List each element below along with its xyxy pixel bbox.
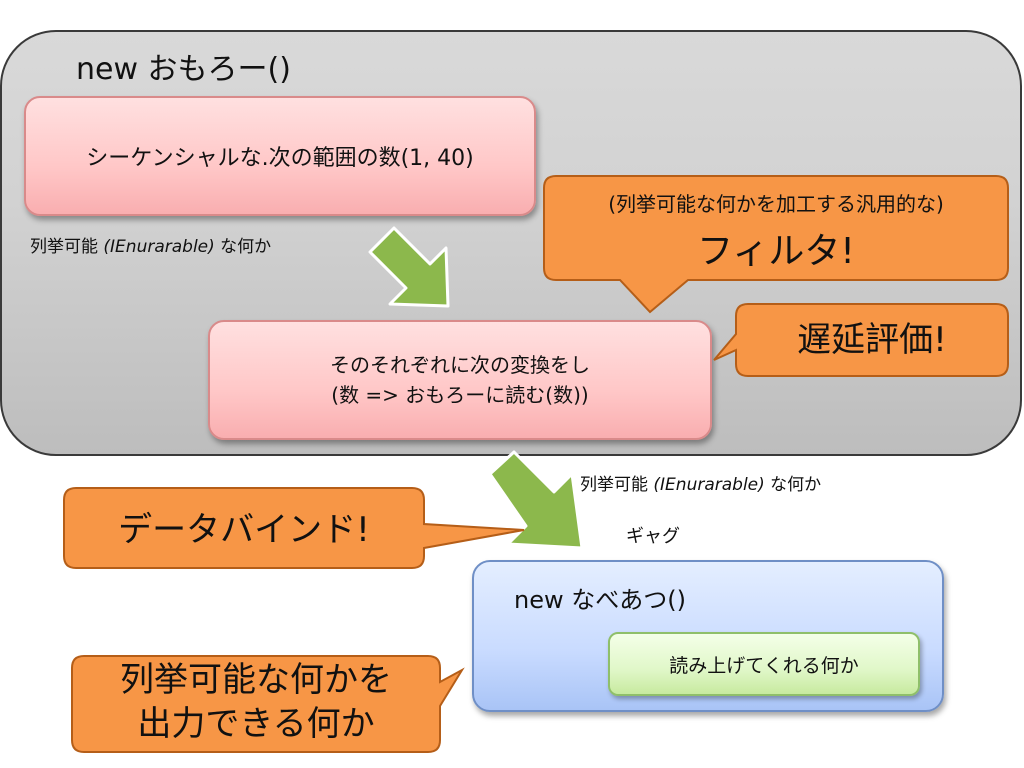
enumerable-label-2-suffix: な何か (764, 475, 822, 495)
reader-box: 読み上げてくれる何か (608, 632, 920, 696)
reader-text: 読み上げてくれる何か (669, 654, 859, 677)
databind-callout-shape (63, 487, 525, 569)
filter-callout-line-1: (列挙可能な何かを加工する汎用的な) (608, 192, 944, 216)
output-callout-shape (71, 655, 465, 753)
enumerable-label-1: 列挙可能 (IEnurarable) な何か (30, 232, 271, 257)
enumerable-label-1-suffix: な何か (214, 237, 272, 257)
output-callout-line-1: 列挙可能な何かを (120, 660, 392, 700)
gag-label: ギャグ (626, 526, 680, 547)
lazy-callout-shape (713, 303, 1009, 377)
enumerable-label-2: 列挙可能 (IEnurarable) な何か (580, 470, 821, 495)
nabeatsu-title: new なべあつ() (514, 586, 686, 614)
enumerable-label-1-italic: (IEnurarable) (103, 237, 215, 257)
sequence-range-box: シーケンシャルな.次の範囲の数(1, 40) (24, 96, 536, 216)
outer-container-title: new おもろー() (76, 52, 291, 87)
filter-callout-line-2: フィルタ! (697, 231, 855, 272)
lazy-callout-text: 遅延評価! (797, 320, 947, 360)
output-callout-text: 列挙可能な何かを 出力できる何か (76, 658, 436, 746)
databind-callout-text: データバインド! (118, 510, 370, 550)
sequence-range-text: シーケンシャルな.次の範囲の数(1, 40) (86, 146, 474, 171)
output-callout-line-2: 出力できる何か (137, 704, 375, 744)
transform-box: そのそれぞれに次の変換をし (数 => おもろーに読む(数)) (208, 320, 712, 440)
down-right-arrow-icon (368, 226, 450, 308)
enumerable-label-2-italic: (IEnurarable) (653, 475, 765, 495)
transform-line-2: (数 => おもろーに読む(数)) (331, 383, 589, 407)
transform-line-1: そのそれぞれに次の変換をし (330, 353, 590, 377)
filter-callout-shape (543, 175, 1009, 314)
enumerable-label-2-prefix: 列挙可能 (580, 475, 654, 495)
enumerable-label-1-prefix: 列挙可能 (30, 237, 104, 257)
